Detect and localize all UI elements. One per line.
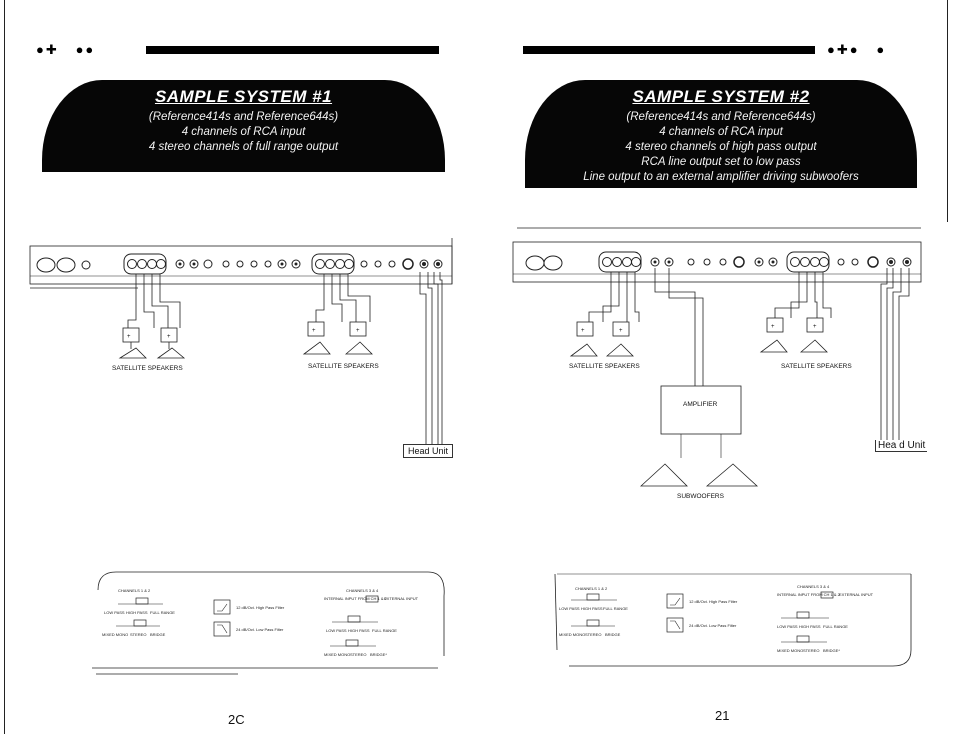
- power-terminal: [36, 257, 56, 273]
- ch12-filter-option: LOW PASS: [559, 606, 580, 611]
- ch34-filter-option: HIGH PASS: [799, 624, 821, 629]
- wiring-diagram: + + SATELLITE SPEAKERS + + SATELLITE SPE…: [512, 227, 922, 500]
- system-title: SAMPLE SYSTEM #2: [632, 87, 810, 106]
- subtitle-line: Line output to an external amplifier dri…: [583, 171, 859, 183]
- svg-text:+: +: [619, 328, 623, 334]
- subtitle-line: RCA line output set to low pass: [641, 156, 801, 168]
- svg-text:+: +: [127, 334, 131, 340]
- speaker-terminals-1: [598, 251, 642, 273]
- ch12-title: CHANNELS 1 & 2: [118, 588, 151, 593]
- subtitle-line: (Reference414s and Reference644s): [148, 111, 339, 123]
- page-number: 2C: [228, 712, 245, 727]
- head-unit: Head Unit: [403, 444, 454, 458]
- svg-text:+: +: [167, 334, 171, 340]
- right-page: ●✚● ● SAMPLE SYSTEM #2 (Reference414s an…: [477, 0, 953, 734]
- page-edge: [4, 0, 5, 734]
- ch34-mode-option: BRIDGE*: [823, 648, 840, 653]
- legend-hp: 12 dB/Oct. High Pass Filter: [236, 605, 285, 610]
- head-unit-part-a: Hea: [878, 440, 897, 451]
- ch34-mode-option: STEREO: [803, 648, 819, 653]
- ch34-title: CHANNELS 3 & 4: [346, 588, 379, 593]
- speaker-terminals-2: [311, 253, 355, 275]
- subtitle-line: (Reference414s and Reference644s): [626, 111, 816, 123]
- ch12-filter-option: HIGH PASS: [126, 610, 148, 615]
- speaker-label: SATELLITE SPEAKERS: [112, 365, 183, 372]
- ch34-title: CHANNELS 3 & 4: [797, 584, 830, 589]
- svg-text:+: +: [356, 328, 360, 334]
- power-terminal: [525, 255, 545, 271]
- ch34-input-external: EXTERNAL INPUT: [839, 592, 874, 597]
- ch34-filter-option: LOW PASS: [777, 624, 798, 629]
- ch12-title: CHANNELS 1 & 2: [575, 586, 608, 591]
- ch12-mode-option: MIXED MONO: [559, 632, 585, 637]
- system-banner: SAMPLE SYSTEM #1 (Reference414s and Refe…: [42, 80, 445, 172]
- switch-settings-panel: CHANNELS 1 & 2 LOW PASS HIGH PASS FULL R…: [554, 573, 912, 667]
- ch34-mode-option: BRIDGE*: [370, 652, 387, 657]
- svg-text:+: +: [581, 328, 585, 334]
- high-pass-icon: [666, 593, 684, 609]
- svg-text:+: +: [771, 324, 775, 330]
- ch34-filter-option: FULL RANGE: [372, 628, 397, 633]
- ch34-filter-option: FULL RANGE: [823, 624, 848, 629]
- speaker-terminals-2: [786, 251, 830, 273]
- legend-lp: 24 dB/Oct. Low Pass Filter: [236, 627, 284, 632]
- speaker-terminals-1: [123, 253, 167, 275]
- left-page: ●​✚ ●● SAMPLE SYSTEM #1 (Reference414s a…: [0, 0, 476, 734]
- system-banner: SAMPLE SYSTEM #2 (Reference414s and Refe…: [525, 80, 917, 188]
- page-edge: [947, 0, 948, 222]
- ch34-input-internal: INTERNAL INPUT FROM CH 1 & 2: [777, 592, 841, 597]
- legend-lp: 24 dB/Oct. Low Pass Filter: [689, 623, 737, 628]
- decorative-dots: ●✚● ●: [827, 42, 887, 57]
- subtitle-line: 4 stereo channels of full range output: [148, 141, 339, 153]
- page-number: 21: [715, 708, 730, 723]
- subtitle-line: 4 channels of RCA input: [659, 126, 783, 138]
- ch12-mode-option: BRIDGE: [150, 632, 166, 637]
- ch34-filter-option: HIGH PASS: [348, 628, 370, 633]
- switch-settings-panel: CHANNELS 1 & 2 LOW PASS HIGH PASS FULL R…: [92, 571, 445, 675]
- high-pass-icon: [213, 599, 231, 615]
- head-unit-part-b: d Unit: [899, 440, 926, 451]
- subtitle-line: 4 stereo channels of high pass output: [625, 141, 817, 153]
- speaker-label: SATELLITE SPEAKERS: [569, 363, 640, 370]
- ch34-filter-option: LOW PASS: [326, 628, 347, 633]
- head-unit: Hea d Unit: [875, 440, 928, 452]
- low-pass-icon: [213, 621, 231, 637]
- ch12-mode-option: STEREO: [585, 632, 601, 637]
- wiring-diagram: + + SATELLITE SPEAKERS + + SATELLITE SPE…: [29, 238, 453, 444]
- ch34-mode-option: STEREO: [350, 652, 366, 657]
- ch12-mode-option: MIXED MONO: [102, 632, 128, 637]
- ch34-input-internal: INTERNAL INPUT FROM CH 1 & 2: [324, 596, 388, 601]
- subwoofer-label: SUBWOOFERS: [677, 493, 725, 500]
- svg-text:+: +: [312, 328, 316, 334]
- ch12-filter-option: HIGH PASS: [581, 606, 603, 611]
- ch12-filter-option: FULL RANGE: [603, 606, 628, 611]
- legend-hp: 12 dB/Oct. High Pass Filter: [689, 599, 738, 604]
- amplifier-label: AMPLIFIER: [683, 401, 718, 408]
- svg-text:+: +: [813, 324, 817, 330]
- ch12-mode-option: BRIDGE: [605, 632, 621, 637]
- ch12-filter-option: FULL RANGE: [150, 610, 175, 615]
- header-rule: [146, 46, 439, 54]
- ch12-filter-option: LOW PASS: [104, 610, 125, 615]
- speaker-label: SATELLITE SPEAKERS: [308, 363, 379, 370]
- ch34-input-external: EXTERNAL INPUT: [384, 596, 419, 601]
- external-amplifier: [660, 385, 742, 435]
- low-pass-icon: [666, 617, 684, 633]
- decorative-dots: ●​✚ ●●: [36, 42, 96, 57]
- subtitle-line: 4 channels of RCA input: [181, 126, 306, 138]
- system-title: SAMPLE SYSTEM #1: [154, 87, 333, 106]
- speaker-label: SATELLITE SPEAKERS: [781, 363, 852, 370]
- ch34-mode-option: MIXED MONO: [324, 652, 350, 657]
- amplifier-panel: [512, 241, 922, 283]
- header-rule: [523, 46, 815, 54]
- ch34-mode-option: MIXED MONO: [777, 648, 803, 653]
- ch12-mode-option: STEREO: [130, 632, 146, 637]
